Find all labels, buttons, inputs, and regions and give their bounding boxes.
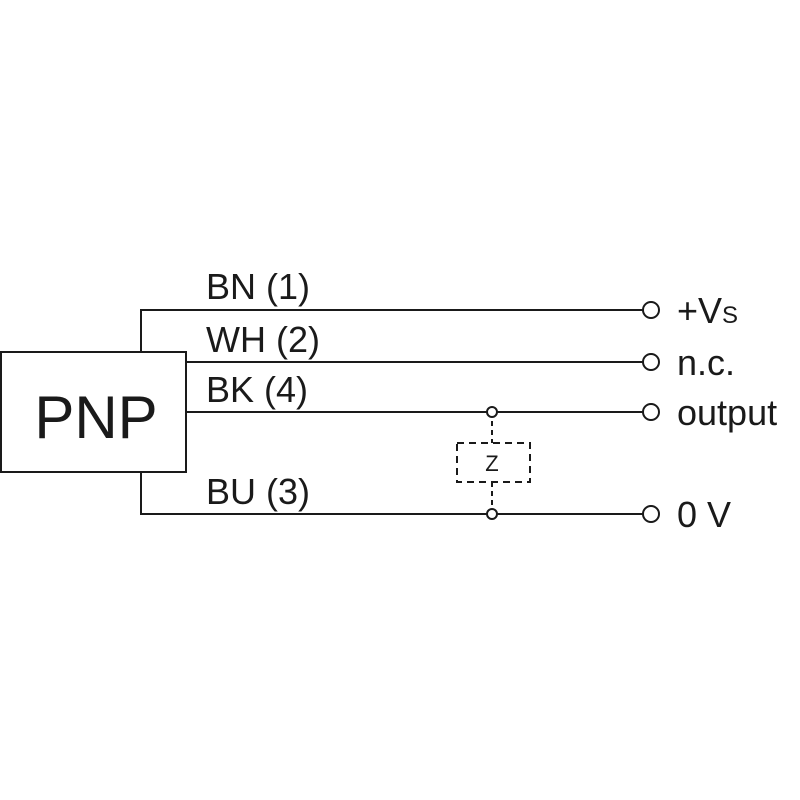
terminal-label-nc: n.c. xyxy=(677,342,735,383)
wire-bu xyxy=(140,472,643,515)
wire-label-bk: BK (4) xyxy=(206,369,308,410)
sensor-label: PNP xyxy=(34,384,157,451)
terminal-output xyxy=(642,403,660,421)
terminal-zero xyxy=(642,505,660,523)
junction-dot-output xyxy=(486,406,498,418)
wire-label-bn: BN (1) xyxy=(206,266,310,307)
terminal-label-zero: 0 V xyxy=(677,494,731,535)
terminal-supply xyxy=(642,301,660,319)
load-label: Z xyxy=(485,451,498,476)
sensor-box xyxy=(0,351,187,473)
terminal-label-supply-subscript: S xyxy=(722,302,738,329)
wire-bn xyxy=(140,309,643,352)
terminal-label-supply-main: +V xyxy=(677,290,722,331)
load-box xyxy=(456,442,531,483)
terminal-label-supply: +VS xyxy=(677,290,738,331)
wire-label-wh: WH (2) xyxy=(206,319,320,360)
terminal-nc xyxy=(642,353,660,371)
junction-dot-zero xyxy=(486,508,498,520)
terminal-label-output: output xyxy=(677,392,777,433)
wire-label-bu: BU (3) xyxy=(206,471,310,512)
